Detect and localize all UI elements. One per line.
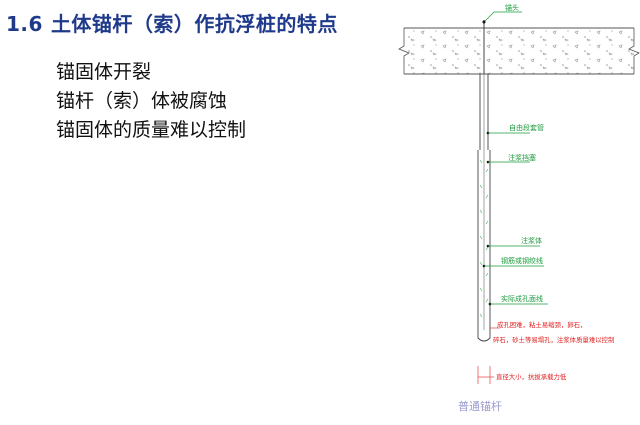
slide-title: 1.6 土体锚杆（索）作抗浮桩的特点 xyxy=(6,8,338,37)
anchor-head-label: 锚头 xyxy=(505,3,519,12)
grout-body-leader xyxy=(486,244,540,248)
diameter-note: 直径大小，抗拔承载力低 xyxy=(496,372,567,381)
grout-stop-plug-leader xyxy=(486,160,530,164)
anchor-head-dot xyxy=(482,20,486,24)
diagram-caption: 普通锚杆 xyxy=(458,399,502,413)
bullet-item: 锚固体的质量难以控制 xyxy=(56,119,247,141)
free-section xyxy=(479,74,489,150)
grout-stop-plug-label: 注浆挡塞 xyxy=(508,153,536,162)
bullet-item: 锚固体开裂 xyxy=(56,61,152,83)
concrete-slab xyxy=(398,27,640,75)
soil-note-line-1: 成孔困难，粘土易缩颈，卵石， xyxy=(497,320,586,329)
bullet-item: 锚杆（索）体被腐蚀 xyxy=(56,90,228,112)
title-text: 土体锚杆（索）作抗浮桩的特点 xyxy=(50,12,338,36)
borehole-wall-leader xyxy=(488,302,548,306)
soil-note-line-2: 碎石，砂土等易塌孔，注浆体质量难以控制 xyxy=(493,335,614,344)
steel-strand-label: 钢筋或钢绞线 xyxy=(501,256,543,265)
grout-body xyxy=(477,150,491,342)
free-section-pipe-leader xyxy=(486,131,530,135)
bullet-list: 锚固体开裂 锚杆（索）体被腐蚀 锚固体的质量难以控制 xyxy=(56,58,246,145)
borehole-wall-label: 实际成孔面线 xyxy=(501,294,543,303)
free-section-pipe-label: 自由段套管 xyxy=(509,123,544,132)
grout-body-label: 注浆体 xyxy=(521,236,542,245)
section-number: 1.6 xyxy=(6,12,43,36)
steel-strand-leader xyxy=(482,264,544,268)
